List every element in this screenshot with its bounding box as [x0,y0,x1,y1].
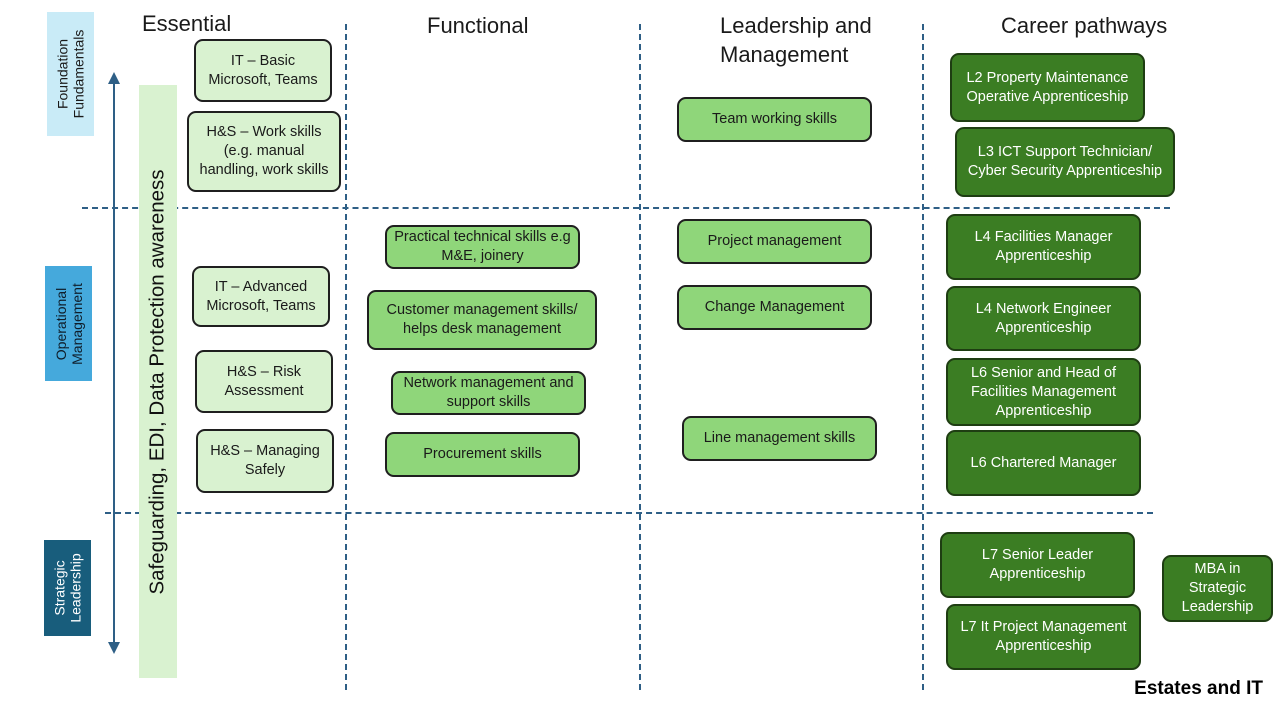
row-divider [105,512,1153,514]
footer-label: Estates and IT [1134,678,1263,699]
essential-it-basic: IT – Basic Microsoft, Teams [194,39,332,102]
career-mba-strategic-leadership: MBA in Strategic Leadership [1162,555,1273,622]
column-divider [922,24,924,690]
crosscutting-label: Safeguarding, EDI, Data Protection aware… [146,168,170,595]
functional-customer-management: Customer management skills/ helps desk m… [367,290,597,350]
functional-practical-technical: Practical technical skills e.g M&E, join… [385,225,580,269]
tier-label-operational: Operational Management [45,266,92,381]
column-title-essential: Essential [142,11,232,36]
career-l3-ict-support: L3 ICT Support Technician/ Cyber Securit… [955,127,1175,197]
career-l7-it-project-management: L7 It Project Management Apprenticeship [946,604,1141,670]
tier-label-strategic: Strategic Leadership [44,540,91,636]
career-l6-chartered-manager: L6 Chartered Manager [946,430,1141,496]
career-l7-senior-leader: L7 Senior Leader Apprenticeship [940,532,1135,598]
functional-network-management: Network management and support skills [391,371,586,415]
tier-label-foundation: Foundation Fundamentals [47,12,94,136]
column-title-leadership: Leadership and Management [720,13,872,67]
column-title-functional: Functional [427,13,529,38]
column-title-career: Career pathways [1001,13,1168,38]
leadership-project-management: Project management [677,219,872,264]
crosscutting-bar: Safeguarding, EDI, Data Protection aware… [139,85,177,678]
career-l4-facilities-manager: L4 Facilities Manager Apprenticeship [946,214,1141,280]
leadership-line-management: Line management skills [682,416,877,461]
career-l6-facilities-management: L6 Senior and Head of Facilities Managem… [946,358,1141,426]
row-divider [82,207,1170,209]
column-divider [345,24,347,690]
functional-procurement: Procurement skills [385,432,580,477]
essential-it-advanced: IT – Advanced Microsoft, Teams [192,266,330,327]
career-l4-network-engineer: L4 Network Engineer Apprenticeship [946,286,1141,351]
career-l2-property-maintenance: L2 Property Maintenance Operative Appren… [950,53,1145,122]
progression-arrow-icon [108,72,120,654]
essential-hs-risk-assessment: H&S – Risk Assessment [195,350,333,413]
essential-hs-managing-safely: H&S – Managing Safely [196,429,334,493]
leadership-team-working: Team working skills [677,97,872,142]
leadership-change-management: Change Management [677,285,872,330]
essential-hs-work-skills: H&S – Work skills (e.g. manual handling,… [187,111,341,192]
column-divider [639,24,641,690]
